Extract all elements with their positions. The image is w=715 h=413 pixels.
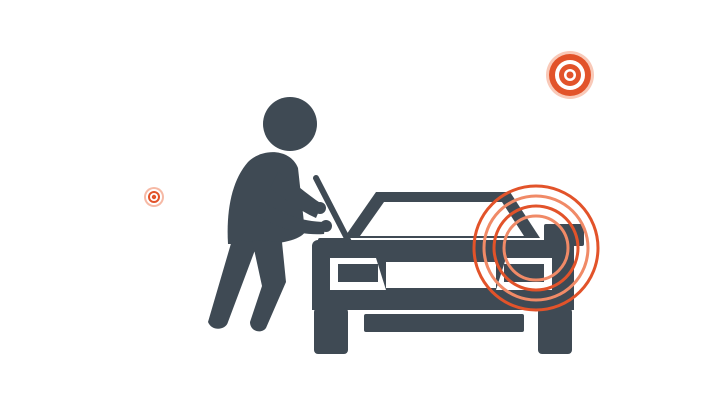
crowbar-icon — [313, 175, 353, 247]
person-icon — [208, 97, 332, 332]
target-marker-icon — [546, 51, 594, 99]
target-marker-small-icon — [144, 187, 164, 207]
car-icon — [312, 192, 584, 354]
alarm-waves-icon — [472, 184, 600, 312]
